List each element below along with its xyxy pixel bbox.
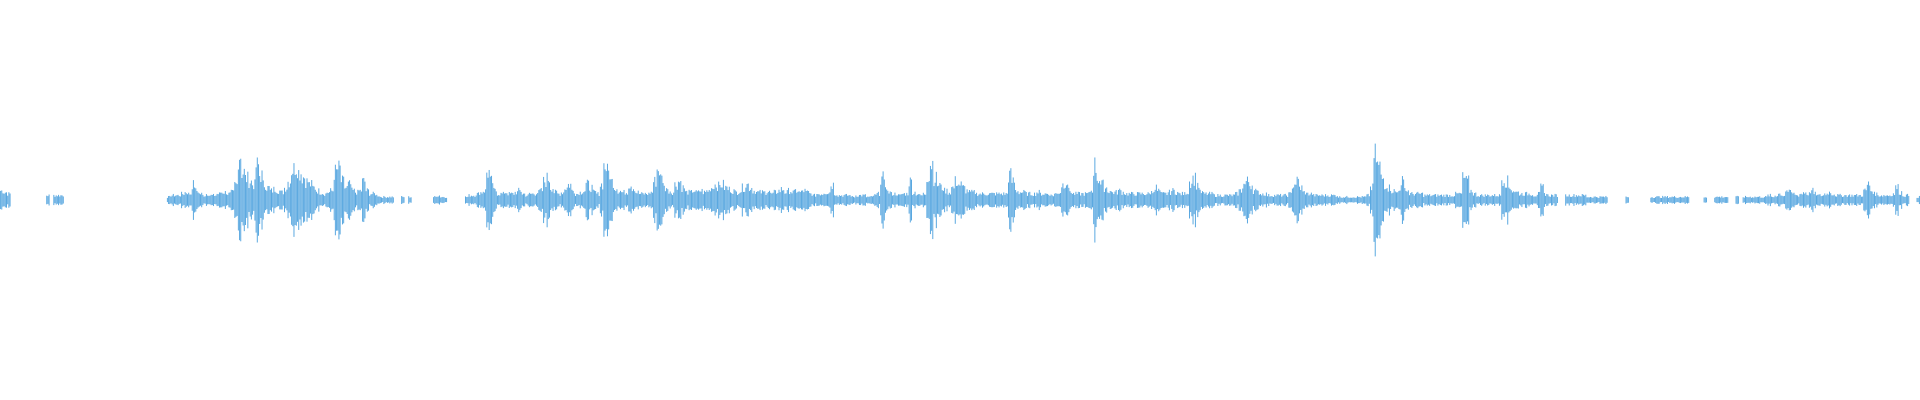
waveform-bars [0,143,1920,257]
